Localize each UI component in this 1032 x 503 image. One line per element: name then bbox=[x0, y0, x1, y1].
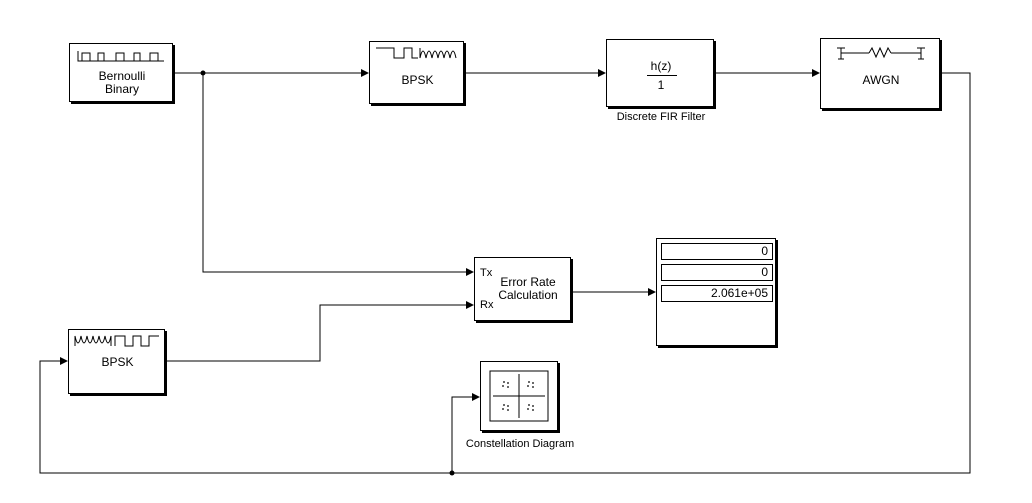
junction-dot-bottom bbox=[449, 470, 455, 476]
rx-port-label: Rx bbox=[480, 299, 494, 311]
bernoulli-label-line1: Bernoulli bbox=[98, 69, 146, 83]
line-branch-tx bbox=[202, 73, 474, 276]
display-value-errors: 0 bbox=[661, 264, 773, 281]
channel-resistor-icon bbox=[837, 46, 925, 60]
line-bpsk-rx bbox=[166, 301, 474, 362]
discrete-fir-filter-block[interactable]: h(z) 1 bbox=[606, 39, 714, 107]
modulation-waveform-icon bbox=[376, 47, 457, 59]
bernoulli-binary-block[interactable]: Bernoulli Binary bbox=[69, 43, 173, 102]
error-rate-label-line1: Error Rate bbox=[500, 275, 556, 289]
bpsk-modulator-block[interactable]: BPSK bbox=[369, 41, 464, 104]
fir-caption: Discrete FIR Filter bbox=[616, 111, 706, 123]
junction-dot-top bbox=[200, 70, 206, 76]
fir-fraction-bar bbox=[647, 75, 677, 76]
awgn-label: AWGN bbox=[862, 73, 900, 87]
constellation-scope-icon bbox=[489, 370, 549, 422]
line-branch-constellation bbox=[451, 393, 480, 473]
display-value-error-rate: 0 bbox=[661, 243, 773, 260]
error-rate-calculation-block[interactable]: Tx Rx Error Rate Calculation bbox=[474, 257, 571, 321]
bpsk-demodulator-block[interactable]: BPSK bbox=[68, 329, 165, 394]
bernoulli-label-line2: Binary bbox=[104, 82, 139, 96]
display-block[interactable]: 0 0 2.061e+05 bbox=[656, 238, 776, 346]
bpsk-demodulator-label: BPSK bbox=[101, 355, 134, 369]
line-awgn-out bbox=[39, 72, 971, 474]
tx-port-label: Tx bbox=[480, 267, 493, 279]
awgn-channel-block[interactable]: AWGN bbox=[820, 38, 940, 109]
pulse-train-icon bbox=[77, 51, 164, 62]
fir-denominator: 1 bbox=[657, 78, 665, 92]
demodulation-waveform-icon bbox=[74, 335, 159, 347]
display-value-symbols: 2.061e+05 bbox=[661, 285, 773, 302]
constellation-diagram-block[interactable] bbox=[480, 361, 558, 431]
bpsk-modulator-label: BPSK bbox=[401, 73, 434, 87]
fir-numerator: h(z) bbox=[650, 59, 672, 73]
error-rate-label-line2: Calculation bbox=[498, 288, 558, 302]
constellation-caption: Constellation Diagram bbox=[465, 438, 575, 450]
